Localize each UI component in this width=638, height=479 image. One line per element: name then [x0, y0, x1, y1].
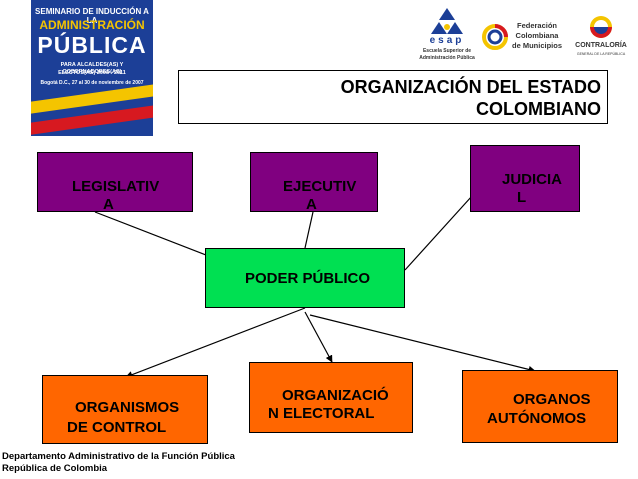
line-to-ejecutiva	[304, 211, 314, 249]
fcm-line1: Federación	[516, 21, 557, 30]
seminario-line6: Bogotá D.C., 27 al 30 de noviembre de 20…	[40, 80, 144, 86]
line-to-judicial	[404, 195, 473, 271]
organismos-line2: DE CONTROL	[67, 419, 167, 436]
esap-logo: esap Escuela Superior de Administración …	[412, 6, 482, 64]
page-title: ORGANIZACIÓN DEL ESTADO COLOMBIANO	[281, 76, 601, 120]
seminario-line3: PÚBLICA	[37, 32, 147, 58]
poder-publico-label: PODER PÚBLICO	[245, 270, 371, 287]
esap-name-2: Administración Pública	[419, 55, 475, 61]
box-judicial: JUDICIA L	[470, 145, 580, 212]
legislativa-line2: A	[103, 196, 114, 213]
electoral-line1: ORGANIZACIÓ	[282, 387, 389, 404]
footer: Departamento Administrativo de la Funció…	[2, 451, 235, 475]
judicial-line2: L	[517, 189, 527, 206]
line-to-organos	[309, 314, 536, 373]
fcm-line2: Colombiana	[515, 31, 559, 40]
legislativa-line1: LEGISLATIV	[72, 178, 160, 195]
judicial-line1: JUDICIA	[502, 171, 563, 188]
esap-emblem-icon	[431, 8, 463, 34]
ejecutiva-line1: EJECUTIV	[283, 178, 357, 195]
contraloria-name: CONTRALORÍA	[575, 42, 627, 49]
box-legislativa: LEGISLATIV A	[37, 152, 193, 213]
seminario-logo: SEMINARIO DE INDUCCIÓN A LA ADMINISTRACI…	[31, 0, 153, 136]
fcm-logo: Federación Colombiana de Municipios	[482, 18, 564, 58]
title-box: ORGANIZACIÓN DEL ESTADO COLOMBIANO	[178, 70, 608, 124]
line-to-electoral	[304, 311, 333, 363]
electoral-line2: N ELECTORAL	[268, 405, 375, 422]
box-ejecutiva: EJECUTIV A	[250, 152, 378, 213]
box-organos-autonomos: ORGANOS AUTÓNOMOS	[462, 370, 618, 443]
organismos-line1: ORGANISMOS	[75, 399, 180, 416]
ejecutiva-line2: A	[306, 196, 317, 213]
title-line2: COLOMBIANO	[476, 99, 601, 119]
seminario-line5: ELECTOS(AS) 2008 - 2011	[58, 70, 126, 76]
contraloria-sub: GENERAL DE LA REPÚBLICA	[576, 52, 626, 56]
line-to-organismos	[125, 307, 306, 379]
footer-line1: Departamento Administrativo de la Funció…	[2, 451, 235, 462]
organos-line2: AUTÓNOMOS	[487, 410, 587, 427]
seminario-line2: ADMINISTRACIÓN	[39, 18, 145, 32]
seminario-line1: SEMINARIO DE INDUCCIÓN A LA	[35, 7, 149, 25]
footer-line2: República de Colombia	[2, 463, 108, 474]
organos-line1: ORGANOS	[513, 391, 591, 408]
fcm-emblem-icon	[482, 24, 508, 50]
box-poder-publico: PODER PÚBLICO	[205, 248, 405, 308]
esap-name-1: Escuela Superior de	[422, 48, 472, 54]
contraloria-emblem-icon	[590, 16, 612, 38]
seminario-line4: PARA ALCALDES(AS) Y GOBERNADORES(AS)	[60, 62, 124, 75]
fcm-line3: de Municipios	[511, 41, 562, 50]
contraloria-logo: CONTRALORÍA GENERAL DE LA REPÚBLICA	[570, 14, 632, 62]
box-organizacion-electoral: ORGANIZACIÓ N ELECTORAL	[249, 362, 413, 433]
box-organismos-control: ORGANISMOS DE CONTROL	[42, 375, 208, 444]
title-line1: ORGANIZACIÓN DEL ESTADO	[340, 77, 601, 97]
esap-acronym: esap	[429, 35, 465, 46]
